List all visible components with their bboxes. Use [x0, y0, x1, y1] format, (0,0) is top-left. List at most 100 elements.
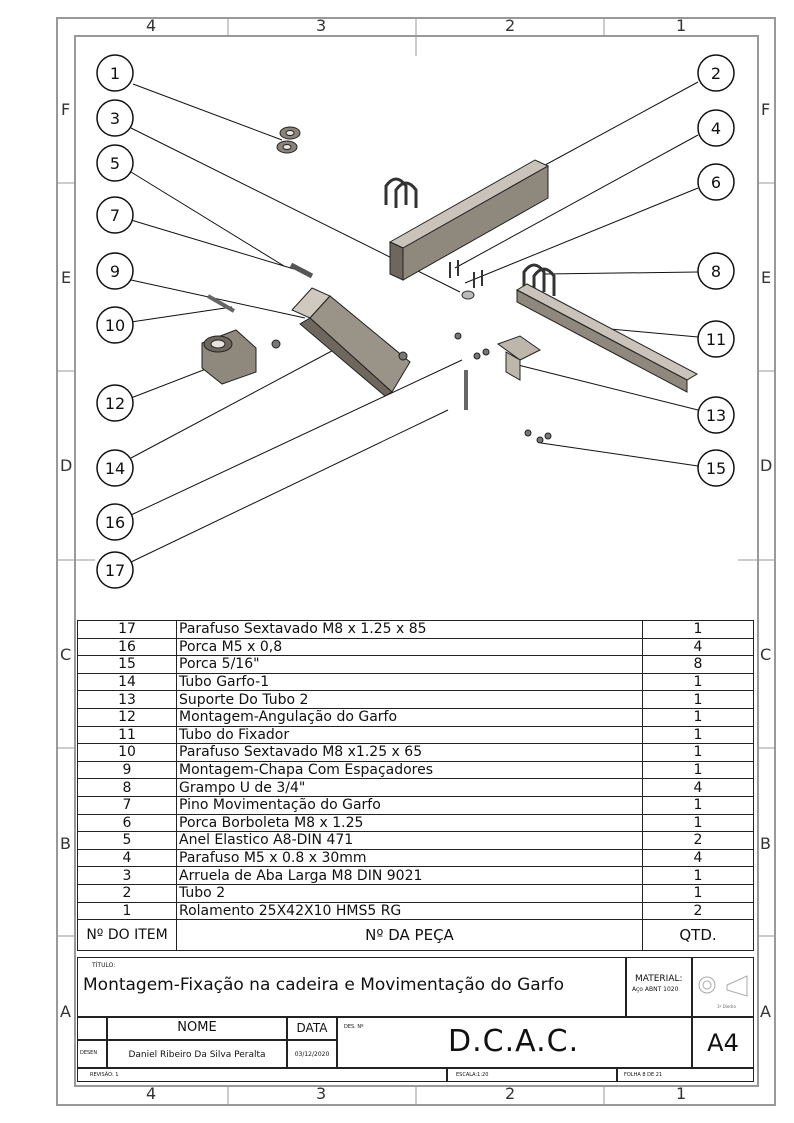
- bom-header-item: Nº DO ITEM: [77, 919, 177, 952]
- bom-part-name: Pino Movimentação do Garfo: [176, 795, 643, 815]
- bom-item-number: 15: [77, 655, 177, 674]
- bom-quantity: 4: [642, 848, 754, 868]
- svg-text:10: 10: [105, 316, 125, 335]
- zone-bottom-4: 4: [146, 1084, 157, 1103]
- bom-quantity: 1: [642, 725, 754, 745]
- svg-text:7: 7: [110, 206, 120, 225]
- bom-header-part: Nº DA PEÇA: [176, 919, 643, 952]
- bom-item-number: 14: [77, 672, 177, 692]
- zone-left-A: A: [60, 1002, 71, 1021]
- svg-text:9: 9: [110, 262, 120, 281]
- bom-quantity: 2: [642, 831, 754, 850]
- bom-quantity: 4: [642, 637, 754, 657]
- revision: REVISÃO: 1: [90, 1072, 119, 1078]
- zone-right-D: D: [760, 456, 773, 475]
- date-header-cell: DATA: [287, 1017, 337, 1040]
- balloon-13: 13: [697, 396, 735, 434]
- projection-label: 1º Diedro: [717, 1004, 736, 1009]
- bom-item-number: 5: [77, 831, 177, 850]
- tube-fixador-part: [515, 283, 699, 393]
- svg-text:8: 8: [711, 262, 721, 281]
- bom-part-name: Porca 5/16": [176, 655, 643, 674]
- balloon-11: 11: [697, 320, 735, 358]
- bom-part-name: Suporte Do Tubo 2: [176, 690, 643, 709]
- balloon-10: 10: [96, 306, 134, 344]
- zone-bottom-3: 3: [316, 1084, 327, 1103]
- bom-part-name: Anel Elastico A8-DIN 471: [176, 831, 643, 850]
- svg-text:5: 5: [110, 154, 120, 173]
- bom-part-name: Montagem-Chapa Com Espaçadores: [176, 760, 643, 780]
- zone-bottom-1: 1: [676, 1084, 687, 1103]
- bom-item-number: 4: [77, 848, 177, 868]
- bom-item-number: 11: [77, 725, 177, 745]
- bom-item-number: 7: [77, 795, 177, 815]
- bom-item-number: 12: [77, 707, 177, 727]
- sheet-size: A4: [707, 1029, 739, 1057]
- balloon-2: 2: [697, 54, 735, 92]
- bom-item-number: 13: [77, 690, 177, 709]
- balloon-9: 9: [96, 252, 134, 290]
- bom-item-number: 2: [77, 883, 177, 903]
- zone-top-4: 4: [146, 16, 157, 35]
- bom-item-number: 16: [77, 637, 177, 657]
- name-header-cell: NOME: [107, 1017, 287, 1040]
- zone-bottom-2: 2: [505, 1084, 516, 1103]
- bom-part-name: Rolamento 25X42X10 HMS5 RG: [176, 901, 643, 921]
- bom-item-number: 1: [77, 901, 177, 921]
- bom-quantity: 1: [642, 795, 754, 815]
- u-clamp-part: [384, 177, 418, 208]
- bom-part-name: Grampo U de 3/4": [176, 778, 643, 797]
- material-label: MATERIAL:: [635, 974, 683, 984]
- sheet-number: FOLHA 8 DE 21: [624, 1072, 663, 1078]
- blank-cell: [77, 1017, 107, 1040]
- bom-quantity: 1: [642, 690, 754, 709]
- bom-part-name: Porca M5 x 0,8: [176, 637, 643, 657]
- name-label: NOME: [177, 1020, 217, 1035]
- bom-quantity: 1: [642, 760, 754, 780]
- bom-quantity: 1: [642, 883, 754, 903]
- designer-cell: Daniel Ribeiro Da Silva Peralta: [107, 1040, 287, 1068]
- zone-top-1: 1: [676, 16, 687, 35]
- bom-item-number: 9: [77, 760, 177, 780]
- bom-item-number: 17: [77, 620, 177, 639]
- date-cell: 03/12/2020: [287, 1040, 337, 1068]
- zone-right-C: C: [760, 645, 772, 664]
- svg-text:16: 16: [105, 513, 125, 532]
- bom-part-name: Montagem-Angulação do Garfo: [176, 707, 643, 727]
- bom-quantity: 1: [642, 813, 754, 833]
- angulation-assembly-part: [201, 329, 257, 385]
- bom-part-name: Parafuso M5 x 0.8 x 30mm: [176, 848, 643, 868]
- bom-part-name: Tubo do Fixador: [176, 725, 643, 745]
- bom-quantity: 4: [642, 778, 754, 797]
- balloon-7: 7: [96, 196, 134, 234]
- zone-right-F: F: [761, 100, 771, 119]
- bom-part-name: Parafuso Sextavado M8 x1.25 x 65: [176, 743, 643, 762]
- des-no-label: DES. Nº: [344, 1024, 364, 1030]
- bearing-part: [276, 126, 301, 154]
- bom-part-name: Tubo Garfo-1: [176, 672, 643, 692]
- title-cell: TÍTULO: Montagem-Fixação na cadeira e Mo…: [77, 957, 626, 1017]
- desen-label-cell: DESEN: [77, 1040, 107, 1068]
- zone-left-F: F: [61, 100, 71, 119]
- bom-quantity: 1: [642, 707, 754, 727]
- company-cell: DES. Nº D.C.A.C.: [337, 1017, 692, 1068]
- projection-cell: 1º Diedro: [692, 957, 754, 1017]
- projection-symbol-icon: [698, 975, 748, 997]
- bom-quantity: 1: [642, 866, 754, 885]
- bom-part-name: Parafuso Sextavado M8 x 1.25 x 85: [176, 620, 643, 639]
- svg-text:17: 17: [105, 561, 125, 580]
- zone-right-A: A: [760, 1002, 771, 1021]
